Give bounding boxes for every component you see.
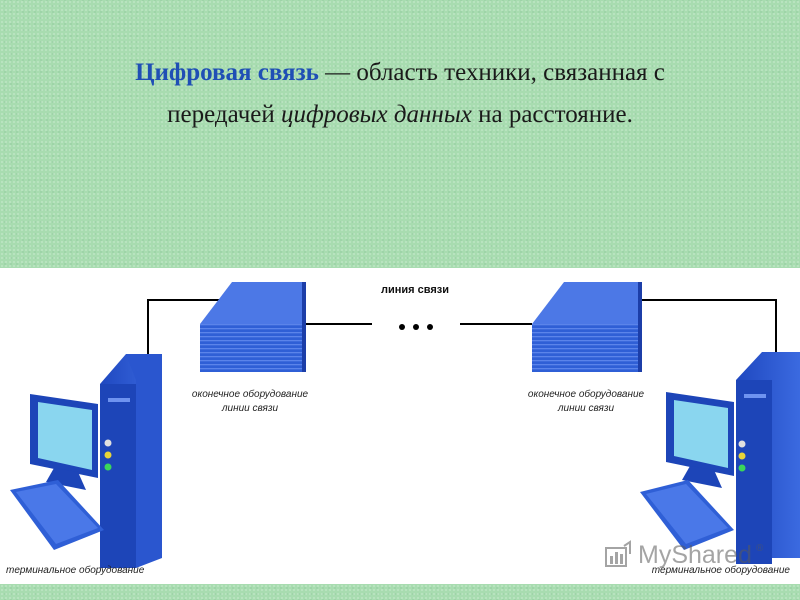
right-computer xyxy=(640,352,800,564)
watermark-text: MyShared xyxy=(638,540,752,569)
connection-lines xyxy=(147,299,777,358)
diagram-graphics xyxy=(10,282,800,568)
left-computer xyxy=(10,354,162,568)
watermark: MyShared® xyxy=(604,537,763,573)
network-diagram: линия связи оконечное оборудование линии… xyxy=(0,268,800,584)
title-text-b: передачей xyxy=(167,101,281,128)
right-equipment-line2: линии связи xyxy=(557,403,615,414)
watermark-logo-icon xyxy=(605,540,631,567)
title-text-a: область техники, связанная с xyxy=(356,59,665,86)
left-equipment-line1: оконечное оборудование xyxy=(191,389,309,400)
left-equipment-label: оконечное оборудование линии связи xyxy=(180,388,320,416)
right-line-equipment xyxy=(532,282,642,372)
title-italic-term: цифровых данных xyxy=(281,101,472,128)
slide-title: Цифровая связь — область техники, связан… xyxy=(40,52,760,136)
title-dash: — xyxy=(318,59,357,86)
title-text-c: на расстояние. xyxy=(471,101,633,128)
ellipsis-dots xyxy=(399,324,433,330)
title-term: Цифровая связь xyxy=(135,59,319,86)
line-label: линия связи xyxy=(380,284,449,296)
left-equipment-line2: линии связи xyxy=(221,403,279,414)
left-line-equipment xyxy=(200,282,306,372)
right-terminal-label: терминальное оборудование xyxy=(651,565,790,576)
left-terminal-label: терминальное оборудование xyxy=(6,565,145,576)
right-equipment-label: оконечное оборудование линии связи xyxy=(516,388,656,416)
right-equipment-line1: оконечное оборудование xyxy=(527,389,645,400)
right-terminal-link xyxy=(638,299,777,358)
watermark-reg: ® xyxy=(755,543,764,554)
left-terminal-link xyxy=(147,299,232,355)
